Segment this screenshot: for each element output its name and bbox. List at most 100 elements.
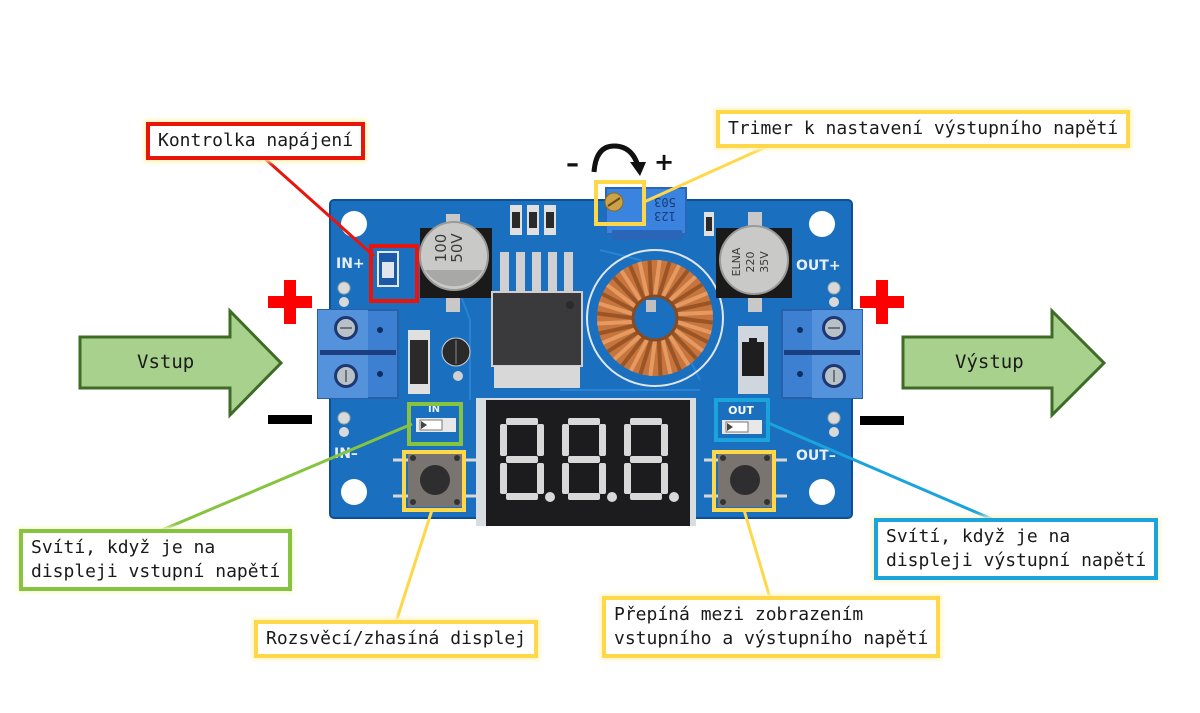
toroid-inductor [586,249,724,387]
callout-power-led-text: Kontrolka napájení [158,130,354,151]
coil-winding [653,259,662,297]
coil-winding [612,333,643,361]
output-arrow-label: Výstup [955,351,1024,373]
display-segment [568,456,600,463]
callout-trimmer-text: Trimer k nastavení výstupního napětí [728,118,1119,139]
coil-winding [670,330,698,361]
cap-in-value: 100 [432,234,450,263]
trimmer-leader [643,144,769,204]
display-segment [506,418,538,425]
out-led-highlight [714,398,770,442]
coil-winding [664,336,682,372]
callout-in-led: Svítí, když je na displeji vstupní napět… [19,529,293,591]
callout-in-led-line1: Svítí, když je na [31,537,216,558]
coil-winding [670,282,704,306]
input-smd-diode [408,330,430,394]
left-button-leader [394,509,434,623]
coil-winding [597,319,634,326]
cap-in-voltage: 50V [448,233,466,263]
coil-winding [637,261,650,298]
mounting-hole [809,211,835,237]
input-capacitor: 100 50V [419,214,492,312]
mounting-hole [341,479,367,505]
display-decimal-point [607,492,617,502]
in-indicator-led: IN [416,404,456,432]
transistor [441,337,471,381]
input-arrow-label: Vstup [137,351,195,373]
display-segment [562,463,569,494]
coil-winding [612,275,640,306]
callout-right-button: Přepíná mezi zobrazením vstupního a výst… [602,596,941,658]
trimmer-highlight [594,180,646,226]
in-led-leader [161,422,413,532]
coil-winding [675,300,712,313]
coil-winding [676,319,712,335]
out-indicator-led: OUT [722,404,762,434]
cap-out-brand: ELNA [730,247,743,276]
label-out-minus: OUT– [796,448,836,464]
regulator-chip [491,252,583,388]
coil-winding [606,330,640,354]
display-segment [568,493,600,500]
display-decimal-point [545,492,555,502]
coil-winding [598,301,634,317]
right-tactile-button [704,453,787,507]
coil-winding [629,337,650,372]
display-segment [599,463,606,494]
input-arrow-shape [78,307,284,419]
label-led-in: IN [428,404,440,415]
callout-right-button-line1: Přepíná mezi zobrazením [614,604,864,625]
label-in-plus: IN+ [336,256,365,272]
display-segment [568,418,600,425]
seven-segment-display [476,398,696,526]
coil-winding [676,310,713,317]
callout-out-led: Svítí, když je na displeji výstupní napě… [874,518,1159,580]
label-out-plus: OUT+ [796,258,841,274]
solder-pads [337,281,841,437]
coil-winding [676,316,714,325]
rotation-indicator: – + [566,143,674,179]
display-segment [630,493,662,500]
trimmer-code-1: 503 [654,195,676,209]
callout-trimmer: Trimer k nastavení výstupního napětí [716,110,1131,148]
callout-out-led-line2: displeji výstupní napětí [886,550,1147,571]
display-segment [661,463,668,494]
coil-winding [667,275,698,303]
display-segment [624,463,631,494]
coil-winding [601,327,637,345]
right-button-leader [742,509,772,599]
callout-left-button-text: Rozsvěcí/zhasíná displej [266,628,527,649]
output-arrow-shape [901,307,1107,419]
display-segment [506,456,538,463]
left-button-highlight [402,450,466,512]
callout-out-led-line1: Svítí, když je na [886,526,1071,547]
output-arrow [901,307,1107,419]
input-terminal-block [317,309,399,399]
input-arrow [78,307,284,419]
left-tactile-button [393,453,476,507]
coil-winding [606,283,638,309]
coil-winding [656,261,672,297]
coil-winding [672,327,704,353]
coil-winding [648,339,657,377]
display-segment [661,424,668,456]
output-smd-diode [738,326,768,394]
display-segment [500,424,507,456]
input-minus-sign [268,415,312,424]
display-segment [537,424,544,456]
display-segment [630,456,662,463]
display-segment [537,463,544,494]
display-segment [624,424,631,456]
rotation-arrow-icon [591,143,641,173]
trimmer-code-2: 123 [654,209,676,223]
callout-left-button: Rozsvěcí/zhasíná displej [254,620,539,658]
coil-winding [667,333,691,367]
mounting-hole [341,211,367,237]
out-led-leader [765,420,995,522]
coil-winding [596,311,634,320]
display-segment [599,424,606,456]
coil-winding [660,338,673,375]
coil-winding [660,264,681,299]
callout-power-led: Kontrolka napájení [146,122,366,160]
